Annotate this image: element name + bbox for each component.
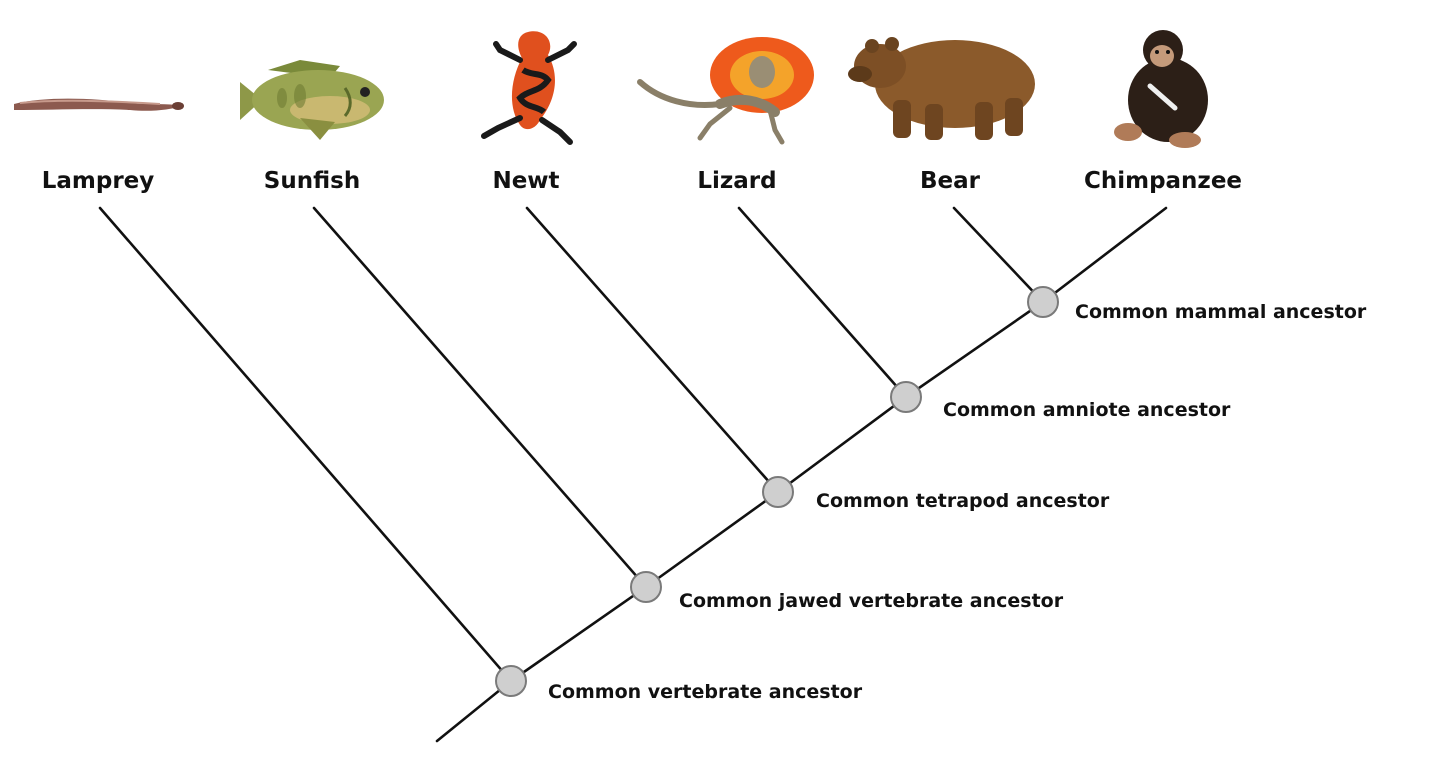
node-vertebrate	[495, 665, 527, 697]
taxon-label-chimpanzee: Chimpanzee	[1084, 168, 1242, 194]
branch-newt	[525, 206, 780, 494]
node-tetrapod	[762, 476, 794, 508]
taxon-label-bear: Bear	[920, 168, 981, 194]
backbone-4	[904, 300, 1045, 399]
lizard-icon	[637, 37, 814, 145]
taxon-label-lamprey: Lamprey	[42, 168, 155, 194]
node-label-vertebrate: Common vertebrate ancestor	[548, 681, 863, 703]
branch-lizard	[737, 206, 908, 399]
newt-icon	[481, 31, 577, 145]
sunfish-icon	[240, 60, 384, 140]
lamprey-icon	[14, 98, 184, 111]
node-label-tetrapod: Common tetrapod ancestor	[816, 490, 1110, 512]
node-amniote	[890, 381, 922, 413]
node-label-jawed-vertebrate: Common jawed vertebrate ancestor	[679, 590, 1064, 612]
taxon-label-lizard: Lizard	[697, 168, 776, 194]
taxon-label-sunfish: Sunfish	[264, 168, 360, 194]
branch-sunfish	[312, 206, 648, 589]
backbone-3	[776, 395, 908, 494]
node-label-mammal: Common mammal ancestor	[1075, 301, 1367, 323]
node-mammal	[1027, 286, 1059, 318]
branch-lamprey	[98, 206, 513, 683]
node-label-amniote: Common amniote ancestor	[943, 399, 1231, 421]
chimpanzee-icon	[1114, 30, 1208, 148]
branch-bear	[952, 206, 1045, 304]
node-jawed-vertebrate	[630, 571, 662, 603]
backbone-2	[644, 490, 780, 589]
backbone-1	[509, 585, 648, 683]
branch-chimpanzee	[1041, 206, 1168, 304]
taxon-label-newt: Newt	[492, 168, 559, 194]
bear-icon	[848, 37, 1035, 140]
